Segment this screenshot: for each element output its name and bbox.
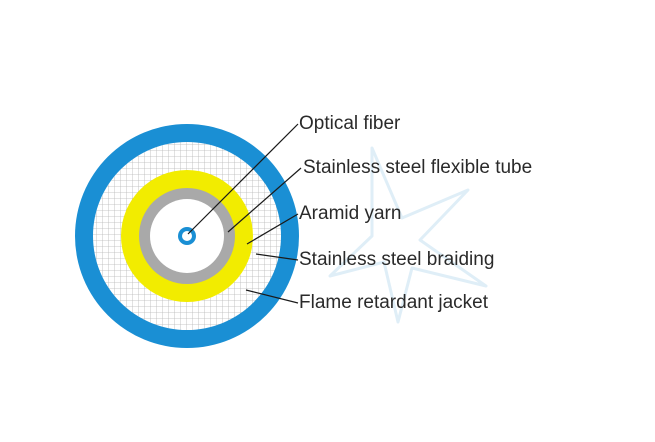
leader-line-jacket <box>245 289 299 304</box>
label-flame-retardant-jacket: Flame retardant jacket <box>299 292 489 313</box>
leader-line-aramid-yarn <box>246 213 299 245</box>
leader-line-braiding <box>255 253 299 261</box>
label-aramid-yarn: Aramid yarn <box>299 203 402 224</box>
watermark-logo <box>328 146 488 324</box>
optical-fiber-core <box>182 231 192 241</box>
leader-line-optical-fiber <box>187 123 299 235</box>
label-stainless-steel-flexible-tube: Stainless steel flexible tube <box>303 157 533 178</box>
label-optical-fiber: Optical fiber <box>299 113 401 134</box>
label-stainless-steel-braiding: Stainless steel braiding <box>299 249 495 270</box>
leader-line-flexible-tube <box>227 167 302 233</box>
